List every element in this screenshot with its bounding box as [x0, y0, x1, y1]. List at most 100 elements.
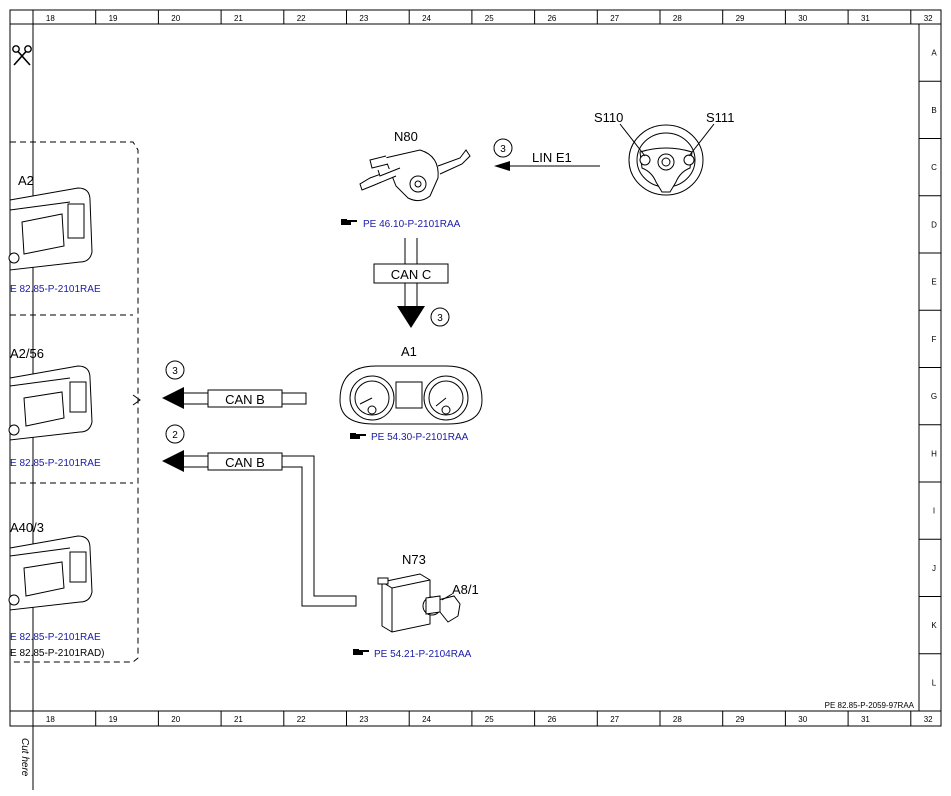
radio-unit-a2: [8, 187, 93, 271]
column-label: 31: [861, 14, 870, 23]
row-label: B: [931, 106, 936, 115]
row-label: J: [932, 564, 936, 573]
column-label: 28: [673, 715, 682, 724]
column-label: 28: [673, 14, 682, 23]
row-ticks: A B C D E F G H I J K L: [919, 49, 941, 712]
column-label: 22: [297, 715, 306, 724]
can-c-label: CAN C: [391, 267, 431, 282]
label-s110: S110: [594, 110, 623, 125]
s111-leader: [688, 123, 715, 157]
can-b-top-label: CAN B: [225, 392, 265, 407]
footer-reference: PE 82.85-P-2059-97RAA: [825, 701, 915, 710]
column-label: 22: [297, 14, 306, 23]
cut-here-text: Cut here: [19, 738, 30, 777]
ref-n73[interactable]: PE 54.21-P-2104RAA: [374, 649, 472, 660]
column-label: 30: [798, 715, 807, 724]
label-n80: N80: [394, 129, 418, 144]
can-b-bottom-badge: [165, 424, 185, 444]
label-s111: S111: [706, 110, 734, 125]
scissors-icon: [12, 45, 32, 66]
label-a40-3: A40/3: [10, 520, 44, 535]
lin-e1-badge-text: 3: [500, 144, 506, 155]
row-label: L: [932, 678, 937, 687]
can-b-top-arrowhead: [162, 387, 184, 409]
row-label: C: [931, 163, 937, 172]
can-b-bottom-arrowhead: [162, 450, 184, 472]
reference-hand-icon: [341, 219, 357, 225]
column-label: 26: [547, 14, 556, 23]
column-label: 23: [359, 715, 368, 724]
row-label: G: [931, 392, 937, 401]
reference-hand-icon: [353, 649, 369, 655]
can-c-badge: [430, 307, 450, 327]
ref-a2[interactable]: E 82.85-P-2101RAE: [10, 284, 101, 295]
row-label: E: [931, 278, 936, 287]
ref-a1[interactable]: PE 54.30-P-2101RAA: [371, 432, 469, 443]
s110-leader: [619, 123, 646, 157]
column-label: 25: [485, 14, 494, 23]
column-label: 19: [109, 715, 118, 724]
column-label: 21: [234, 715, 243, 724]
column-label: 19: [109, 14, 118, 23]
can-b-top-box: [207, 389, 283, 408]
ref-a2-56[interactable]: E 82.85-P-2101RAE: [10, 458, 101, 469]
lin-e1-badge: [493, 138, 513, 158]
radio-unit-a2-56: [8, 365, 93, 441]
column-label: 31: [861, 715, 870, 724]
can-c-box: [373, 263, 449, 284]
column-label: 18: [46, 715, 55, 724]
column-ticks: 1818191920202121222223232424252526262727…: [46, 10, 933, 726]
row-label: I: [933, 507, 935, 516]
label-a8-1: A8/1: [452, 582, 479, 597]
column-label: 32: [924, 14, 933, 23]
label-a2-56: A2/56: [10, 346, 44, 361]
can-c-badge-text: 3: [437, 313, 443, 324]
lin-e1-arrowhead: [494, 161, 510, 171]
column-label: 32: [924, 715, 933, 724]
column-label: 21: [234, 14, 243, 23]
can-b-bottom-label: CAN B: [225, 455, 265, 470]
ignition-switch-n73: [377, 573, 461, 633]
instrument-cluster-a1: [339, 365, 483, 425]
column-label: 20: [171, 14, 180, 23]
ref-a40-3[interactable]: E 82.85-P-2101RAE: [10, 632, 101, 643]
row-label: H: [931, 449, 937, 458]
column-label: 30: [798, 14, 807, 23]
column-label: 24: [422, 715, 431, 724]
can-b-bottom-badge-text: 2: [172, 430, 178, 441]
steering-wheel: [628, 124, 704, 196]
column-label: 20: [171, 715, 180, 724]
label-n73: N73: [402, 552, 426, 567]
row-label: D: [931, 220, 937, 229]
column-label: 29: [736, 715, 745, 724]
column-label: 23: [359, 14, 368, 23]
can-b-bottom-box: [207, 452, 283, 471]
radio-unit-a40-3: [8, 535, 93, 611]
column-label: 24: [422, 14, 431, 23]
can-b-top-badge-text: 3: [172, 366, 178, 377]
steering-column-module-n80: [359, 149, 471, 202]
label-a1: A1: [401, 344, 417, 359]
can-b-bottom-bus: [180, 455, 357, 607]
can-b-top-badge: [165, 360, 185, 380]
column-label: 29: [736, 14, 745, 23]
row-label: F: [932, 335, 937, 344]
ref-a40-3-secondary: E 82.85-P-2101RAD): [10, 648, 105, 659]
column-label: 27: [610, 14, 619, 23]
column-label: 25: [485, 715, 494, 724]
row-label: K: [931, 621, 937, 630]
component-group-left: [10, 141, 139, 663]
frame-outer: [9, 9, 942, 727]
reference-hand-icon: [350, 433, 366, 439]
group-connector-mark: [132, 394, 141, 406]
column-label: 18: [46, 14, 55, 23]
lin-e1-label: LIN E1: [532, 150, 572, 165]
ref-n80[interactable]: PE 46.10-P-2101RAA: [363, 219, 461, 230]
row-label: A: [931, 49, 937, 58]
column-label: 26: [547, 715, 556, 724]
column-label: 27: [610, 715, 619, 724]
a8-1-leader: [441, 593, 453, 601]
can-c-arrowhead: [397, 306, 425, 328]
label-a2: A2: [18, 173, 34, 188]
